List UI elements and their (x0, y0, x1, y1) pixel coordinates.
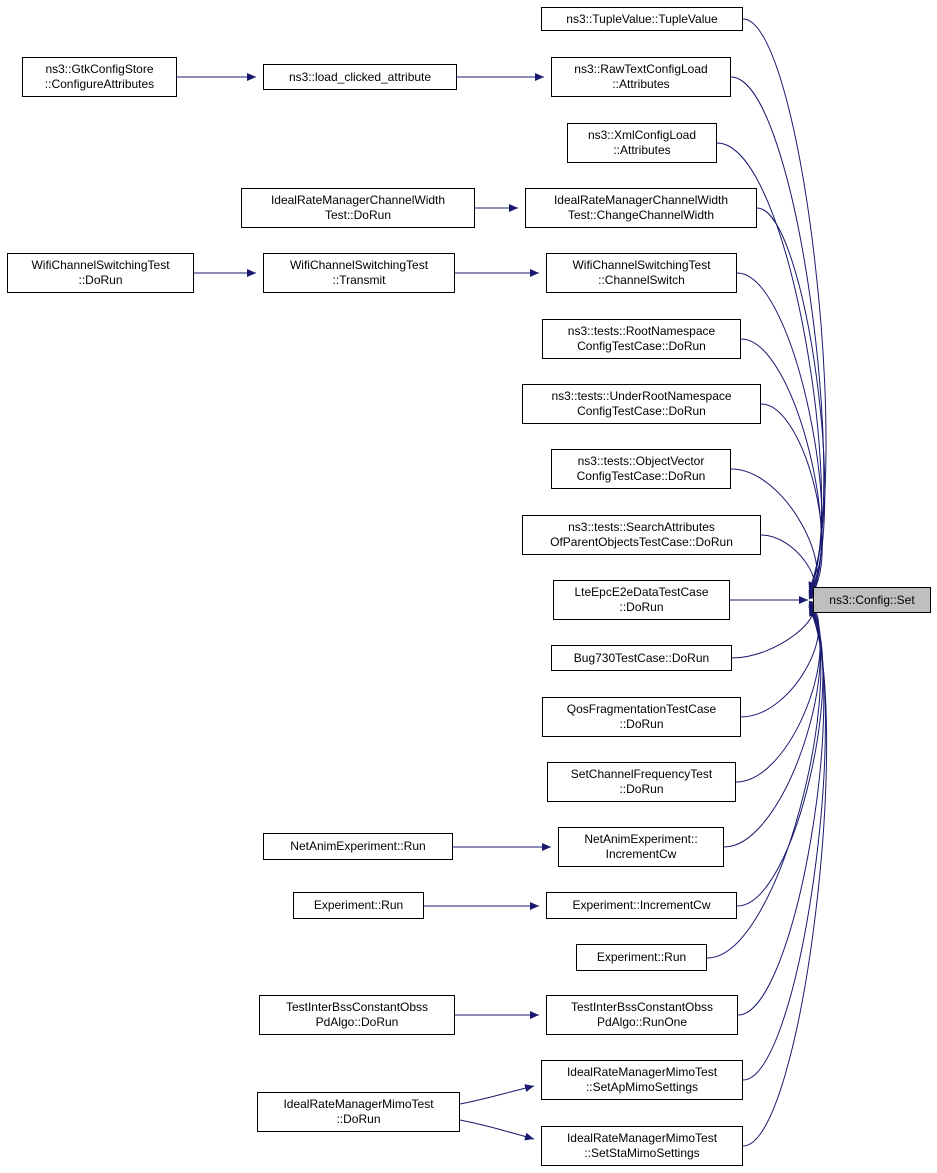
node-ideal-rate-manager-mimo-test-set-ap-mimo-settings[interactable]: IdealRateManagerMimoTest ::SetApMimoSett… (541, 1060, 743, 1100)
node-tuple-value[interactable]: ns3::TupleValue::TupleValue (541, 7, 743, 31)
edge (742, 18, 827, 592)
node-test-inter-bss-constant-obss-pd-algo-run-one[interactable]: TestInterBssConstantObss PdAlgo::RunOne (546, 995, 738, 1035)
node-xml-config-load-attributes[interactable]: ns3::XmlConfigLoad ::Attributes (567, 123, 717, 163)
node-load-clicked-attribute[interactable]: ns3::load_clicked_attribute (263, 64, 457, 90)
edge (459, 1084, 535, 1105)
edge (742, 606, 826, 1081)
node-ns3-config-set-target: ns3::Config::Set (813, 587, 931, 613)
node-ideal-rate-manager-channel-width-test-change-channel-width[interactable]: IdealRateManagerChannelWidth Test::Chang… (525, 188, 757, 228)
node-ideal-rate-manager-mimo-test-set-sta-mimo-settings[interactable]: IdealRateManagerMimoTest ::SetStaMimoSet… (541, 1126, 743, 1166)
edge (740, 338, 822, 597)
edge (735, 602, 821, 783)
node-test-inter-bss-constant-obss-pd-algo-dorun[interactable]: TestInterBssConstantObss PdAlgo::DoRun (259, 995, 455, 1035)
edge (730, 468, 819, 599)
node-ideal-rate-manager-channel-width-test-dorun[interactable]: IdealRateManagerChannelWidth Test::DoRun (241, 188, 475, 228)
node-netanim-experiment-increment-cw[interactable]: NetAnimExperiment:: IncrementCw (558, 827, 724, 867)
node-experiment-run[interactable]: Experiment::Run (293, 892, 424, 919)
node-lte-epc-e2e-data-test-case-dorun[interactable]: LteEpcE2eDataTestCase ::DoRun (553, 580, 730, 620)
edge (736, 272, 823, 596)
edge (742, 606, 828, 1147)
node-qos-fragmentation-test-case-dorun[interactable]: QosFragmentationTestCase ::DoRun (542, 697, 741, 737)
edge (736, 604, 824, 907)
node-wifi-channel-switching-test-transmit[interactable]: WifiChannelSwitchingTest ::Transmit (263, 253, 455, 293)
node-wifi-channel-switching-test-dorun[interactable]: WifiChannelSwitchingTest ::DoRun (7, 253, 194, 293)
node-ideal-rate-manager-mimo-test-dorun[interactable]: IdealRateManagerMimoTest ::DoRun (257, 1092, 460, 1132)
node-root-namespace-config-test-case-dorun[interactable]: ns3::tests::RootNamespace ConfigTestCase… (542, 319, 741, 359)
node-wifi-channel-switching-test-channel-switch[interactable]: WifiChannelSwitchingTest ::ChannelSwitch (546, 253, 737, 293)
edge (737, 605, 825, 1016)
node-search-attributes-of-parent-objects-test-case-dorun[interactable]: ns3::tests::SearchAttributes OfParentObj… (522, 515, 761, 555)
edge (459, 1119, 535, 1141)
node-bug730-test-case-dorun[interactable]: Bug730TestCase::DoRun (551, 645, 732, 671)
edge (716, 142, 823, 594)
node-gtk-configure-attributes[interactable]: ns3::GtkConfigStore ::ConfigureAttribute… (22, 57, 177, 97)
edge (760, 403, 823, 598)
node-experiment-run-2[interactable]: Experiment::Run (576, 944, 707, 971)
edge (760, 534, 819, 600)
node-netanim-experiment-run[interactable]: NetAnimExperiment::Run (263, 833, 453, 860)
edge (731, 600, 819, 659)
node-set-channel-frequency-test-dorun[interactable]: SetChannelFrequencyTest ::DoRun (547, 762, 736, 802)
edge (740, 601, 820, 718)
node-under-root-namespace-config-test-case-dorun[interactable]: ns3::tests::UnderRootNamespace ConfigTes… (522, 384, 761, 424)
node-experiment-increment-cw[interactable]: Experiment::IncrementCw (546, 892, 737, 919)
node-rawtext-config-load-attributes[interactable]: ns3::RawTextConfigLoad ::Attributes (551, 57, 731, 97)
node-object-vector-config-test-case-dorun[interactable]: ns3::tests::ObjectVector ConfigTestCase:… (551, 449, 731, 489)
